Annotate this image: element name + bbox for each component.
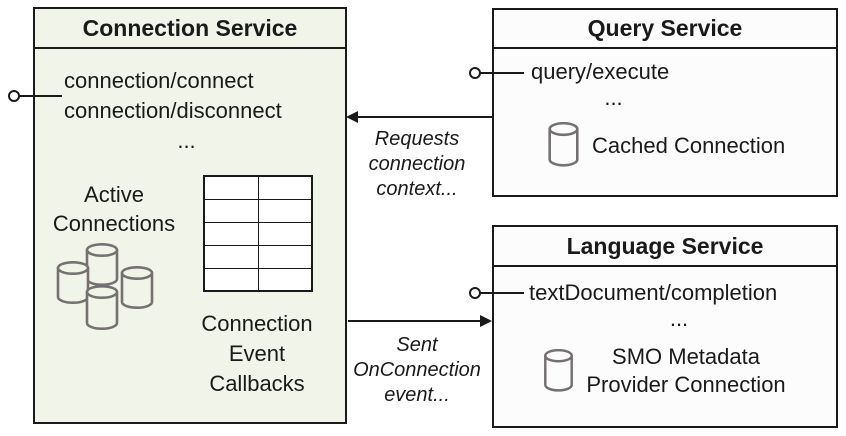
table-row: [203, 267, 313, 292]
smo-metadata-label: SMO Metadata Provider Connection: [536, 343, 836, 399]
language-interface-lollipop-line: [480, 292, 524, 294]
table-cell: [203, 221, 259, 246]
requests-arrowhead-icon: [346, 111, 358, 123]
callbacks-line2: Event: [228, 341, 286, 366]
table-cell: [203, 198, 259, 223]
active-connections-line2: Connections: [52, 211, 176, 236]
table-row: [203, 175, 313, 200]
cached-connection-label: Cached Connection: [592, 133, 786, 158]
query-service-box: Query Service: [492, 8, 838, 197]
table-cell: [257, 244, 313, 269]
requests-arrow-line: [356, 116, 492, 118]
sent-arrow-line: [348, 320, 482, 322]
sent-annotation: Sent OnConnection event...: [347, 333, 487, 408]
table-cell: [203, 267, 259, 292]
language-service-box: Language Service: [492, 225, 838, 428]
connection-callbacks-table: [203, 175, 313, 292]
callbacks-label: Connection Event Callbacks: [182, 309, 332, 399]
callbacks-line3: Callbacks: [209, 371, 305, 396]
methods-ellipsis: ...: [604, 85, 623, 110]
method-connect: connection/connect: [64, 68, 254, 93]
active-connections-line1: Active: [84, 182, 144, 207]
cylinder-right: [120, 265, 154, 309]
database-cluster-icon: [56, 243, 154, 330]
requests-annotation: Requests connection context...: [350, 127, 484, 202]
language-service-title: Language Service: [494, 227, 836, 267]
language-service-methods: textDocument/completion ...: [529, 280, 829, 332]
active-connections-label: Active Connections: [40, 180, 188, 238]
table-cell: [257, 267, 313, 292]
methods-ellipsis: ...: [669, 306, 689, 331]
methods-ellipsis: ...: [177, 128, 196, 153]
query-service-methods: query/execute ...: [531, 59, 696, 111]
method-textdocument-completion: textDocument/completion: [529, 280, 778, 305]
database-icon: [548, 122, 579, 167]
smo-line1: SMO Metadata: [612, 344, 760, 369]
cylinder-front: [85, 284, 119, 330]
cylinder-back: [85, 243, 119, 286]
callbacks-line1: Connection: [201, 311, 313, 336]
method-disconnect: connection/disconnect: [64, 98, 282, 123]
table-cell: [203, 175, 259, 200]
table-cell: [257, 198, 313, 223]
connection-service-title: Connection Service: [35, 9, 345, 49]
database-icon: [544, 349, 573, 392]
connection-interface-lollipop-line: [19, 95, 62, 97]
table-cell: [257, 221, 313, 246]
requests-line3: context...: [376, 178, 458, 200]
table-row: [203, 244, 313, 269]
sent-arrowhead-icon: [480, 315, 492, 327]
table-cell: [257, 175, 313, 200]
sent-line1: Sent: [396, 334, 438, 356]
method-query-execute: query/execute: [531, 59, 670, 84]
connection-service-methods: connection/connect connection/disconnect…: [64, 66, 309, 156]
sent-line2: OnConnection: [353, 359, 481, 381]
sent-line3: event...: [384, 384, 450, 406]
query-service-title: Query Service: [494, 10, 836, 49]
table-row: [203, 221, 313, 246]
table-row: [203, 198, 313, 223]
query-interface-lollipop-line: [480, 72, 524, 74]
cylinder-left: [56, 260, 90, 304]
requests-line1: Requests: [374, 128, 460, 150]
smo-line2: Provider Connection: [586, 372, 786, 397]
table-cell: [203, 244, 259, 269]
requests-line2: connection: [368, 153, 466, 175]
